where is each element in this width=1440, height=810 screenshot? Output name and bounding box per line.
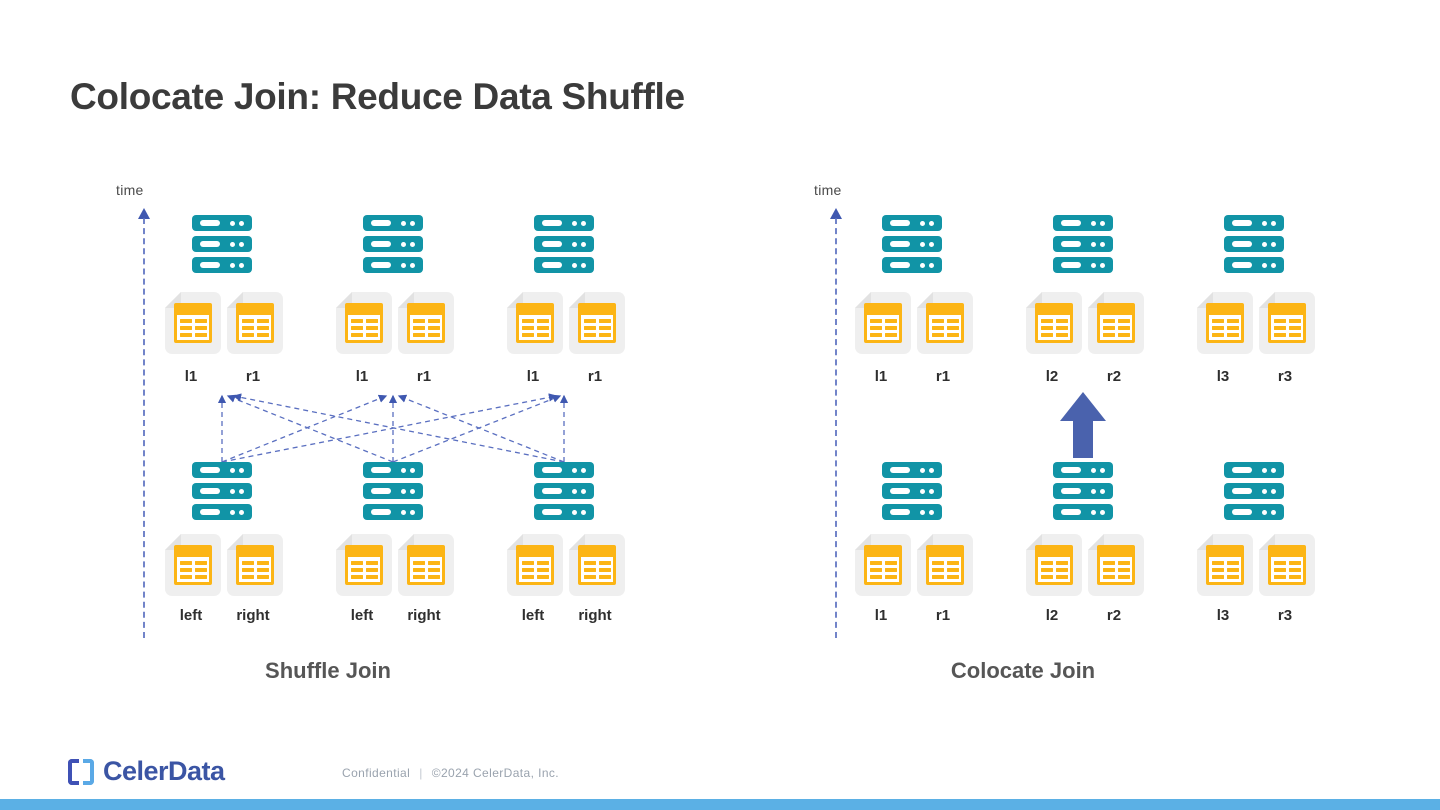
node-label: left xyxy=(350,607,374,624)
server-icon xyxy=(1053,215,1113,273)
node-label: l1 xyxy=(355,368,369,385)
file-table-icon xyxy=(398,534,454,596)
server-icon xyxy=(363,462,423,520)
brand-logo: CelerData xyxy=(68,756,225,787)
footer-meta: Confidential | ©2024 CelerData, Inc. xyxy=(342,766,559,780)
server-icon xyxy=(363,215,423,273)
node-label: r1 xyxy=(935,607,951,624)
node-label: l1 xyxy=(874,607,888,624)
node-label: l2 xyxy=(1045,368,1059,385)
file-table-icon xyxy=(165,292,221,354)
brand-name: CelerData xyxy=(103,756,225,786)
time-axis-label-left: time xyxy=(116,182,144,198)
file-table-icon xyxy=(569,292,625,354)
node-label: l3 xyxy=(1216,607,1230,624)
bottom-accent-bar xyxy=(0,799,1440,810)
node-label: left xyxy=(521,607,545,624)
server-icon xyxy=(1224,462,1284,520)
file-table-icon xyxy=(917,534,973,596)
time-axis-label-right: time xyxy=(814,182,842,198)
file-table-icon xyxy=(507,534,563,596)
node-label: r1 xyxy=(587,368,603,385)
server-icon xyxy=(192,462,252,520)
file-table-icon xyxy=(227,292,283,354)
footer-separator: | xyxy=(419,766,423,780)
colocate-up-arrow-icon xyxy=(1060,392,1106,458)
node-label: right xyxy=(236,607,270,624)
file-table-icon xyxy=(507,292,563,354)
diagram-caption-shuffle-join: Shuffle Join xyxy=(265,658,391,683)
node-label: r1 xyxy=(416,368,432,385)
node-label: r2 xyxy=(1106,607,1122,624)
time-axis-line-right xyxy=(835,218,839,638)
shuffle-arrows xyxy=(217,393,569,463)
file-table-icon xyxy=(1259,534,1315,596)
server-icon xyxy=(534,462,594,520)
file-table-icon xyxy=(855,292,911,354)
confidential-label: Confidential xyxy=(342,766,411,780)
node-label: l2 xyxy=(1045,607,1059,624)
node-label: r1 xyxy=(245,368,261,385)
node-label: r3 xyxy=(1277,607,1293,624)
file-table-icon xyxy=(917,292,973,354)
server-icon xyxy=(882,462,942,520)
node-label: right xyxy=(578,607,612,624)
node-label: l1 xyxy=(526,368,540,385)
node-label: l3 xyxy=(1216,368,1230,385)
node-label: l1 xyxy=(184,368,198,385)
celerdata-bracket-icon xyxy=(68,758,94,785)
time-axis-line-left xyxy=(143,218,147,638)
file-table-icon xyxy=(165,534,221,596)
file-table-icon xyxy=(1026,534,1082,596)
server-icon xyxy=(882,215,942,273)
node-label: left xyxy=(179,607,203,624)
file-table-icon xyxy=(1259,292,1315,354)
node-label: r3 xyxy=(1277,368,1293,385)
file-table-icon xyxy=(1197,534,1253,596)
node-label: right xyxy=(407,607,441,624)
node-label: r2 xyxy=(1106,368,1122,385)
file-table-icon xyxy=(227,534,283,596)
page-title: Colocate Join: Reduce Data Shuffle xyxy=(70,76,685,117)
copyright-label: ©2024 CelerData, Inc. xyxy=(431,766,560,780)
node-label: r1 xyxy=(935,368,951,385)
server-icon xyxy=(1053,462,1113,520)
time-axis-arrowhead-left xyxy=(138,208,150,219)
file-table-icon xyxy=(569,534,625,596)
node-label: l1 xyxy=(874,368,888,385)
file-table-icon xyxy=(1197,292,1253,354)
file-table-icon xyxy=(336,534,392,596)
file-table-icon xyxy=(1088,534,1144,596)
time-axis-arrowhead-right xyxy=(830,208,842,219)
diagram-caption-colocate-join: Colocate Join xyxy=(950,658,1096,683)
server-icon xyxy=(192,215,252,273)
file-table-icon xyxy=(1026,292,1082,354)
file-table-icon xyxy=(398,292,454,354)
file-table-icon xyxy=(1088,292,1144,354)
server-icon xyxy=(534,215,594,273)
server-icon xyxy=(1224,215,1284,273)
file-table-icon xyxy=(855,534,911,596)
file-table-icon xyxy=(336,292,392,354)
